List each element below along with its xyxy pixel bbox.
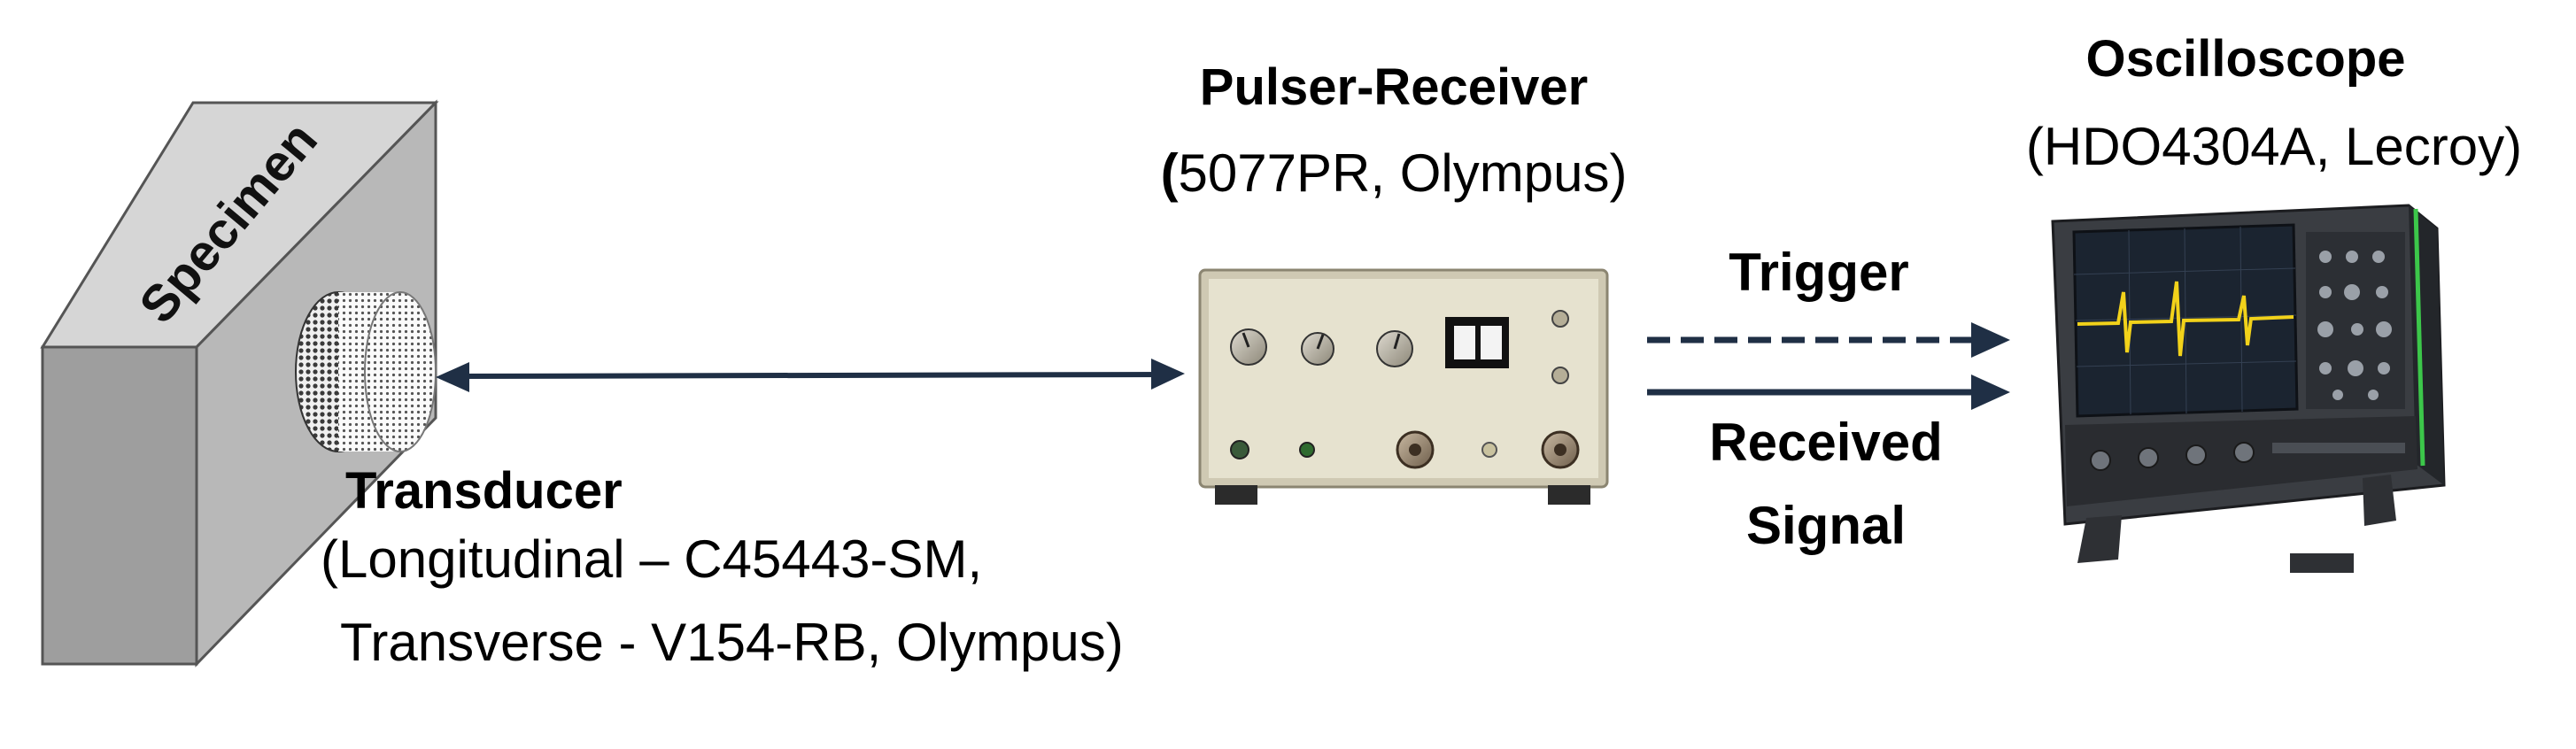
transducer-line-1: (Longitudinal – C45443-SM,	[321, 529, 983, 589]
specimen-front-face	[41, 345, 198, 666]
scope-trace	[2077, 281, 2294, 357]
prf-knob	[1230, 328, 1267, 366]
pulser-receiver-model-paren: (	[1160, 143, 1179, 203]
oscilloscope-title: Oscilloscope	[2085, 30, 2406, 88]
transducer-line-2: Transverse - V154-RB, Olympus)	[340, 613, 1124, 672]
trigger-arrow	[1647, 322, 2010, 358]
transducer-device	[295, 291, 437, 452]
damping-knob	[1376, 330, 1413, 367]
pulser-receiver-model-text: 5077PR, Olympus)	[1178, 143, 1628, 203]
received-signal-label-line-2: Signal	[1745, 496, 1907, 555]
received-signal-arrow	[1647, 374, 2010, 410]
status-led	[1299, 442, 1315, 458]
pulser-receiver-device	[1198, 268, 1609, 505]
received-signal-label-line-1: Received	[1709, 413, 1943, 472]
pulser-receiver-model: (5077PR, Olympus)	[1161, 147, 1628, 200]
energy-knob	[1301, 332, 1334, 366]
power-switch	[1230, 440, 1249, 459]
tr-connector	[1396, 430, 1435, 469]
trigger-label: Trigger	[1729, 243, 1909, 302]
r-connector	[1541, 430, 1580, 469]
oscilloscope-model: (HDO4304A, Lecroy)	[2025, 117, 2523, 176]
oscilloscope-device	[2051, 204, 2446, 573]
transducer-title: Transducer	[345, 462, 623, 520]
transducer-link-arrow	[436, 359, 1185, 392]
pulser-receiver-title: Pulser-Receiver	[1199, 58, 1589, 116]
mode-switch	[1481, 442, 1497, 458]
